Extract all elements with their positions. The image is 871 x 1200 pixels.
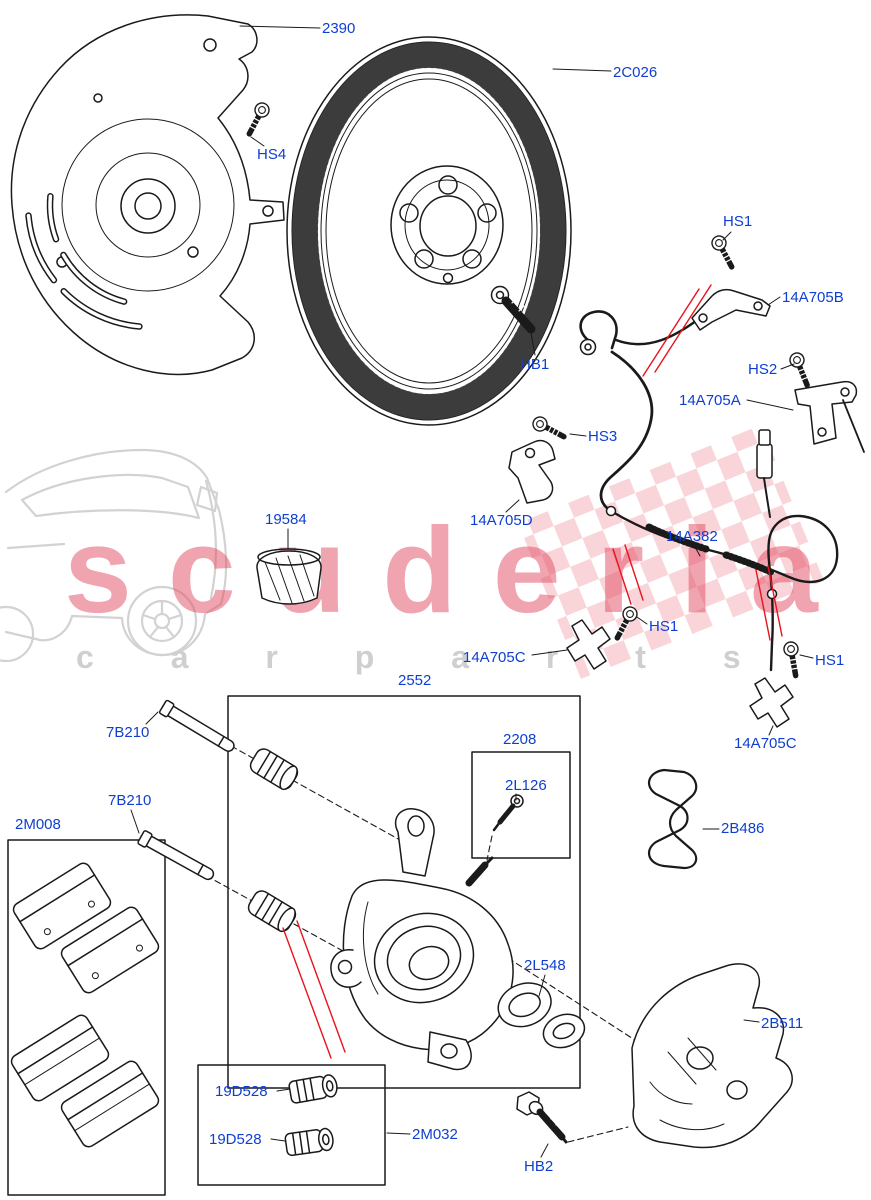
hs2-screw xyxy=(788,351,814,388)
part-label-7b210-lower[interactable]: 7B210 xyxy=(108,792,152,809)
callout-lines xyxy=(130,25,814,1158)
part-label-hs2[interactable]: HS2 xyxy=(748,361,778,378)
hs4-screw xyxy=(243,101,271,138)
part-label-14a705d[interactable]: 14A705D xyxy=(470,512,533,529)
part-label-2b511[interactable]: 2B511 xyxy=(761,1015,804,1032)
part-label-hb2[interactable]: HB2 xyxy=(524,1158,554,1175)
part-label-2l548[interactable]: 2L548 xyxy=(524,957,566,974)
caliper-carrier xyxy=(631,963,793,1149)
dust-boot-upper xyxy=(288,1074,338,1104)
part-label-14a705a[interactable]: 14A705A xyxy=(679,392,741,409)
splash-shield xyxy=(10,14,285,376)
guide-pin-lower xyxy=(137,830,215,881)
part-label-19d528-lower[interactable]: 19D528 xyxy=(209,1131,262,1148)
part-label-14a705b[interactable]: 14A705B xyxy=(782,289,844,306)
brake-pad-4 xyxy=(60,1060,160,1148)
guide-pin-upper xyxy=(158,699,235,752)
checker-flag-watermark xyxy=(518,425,824,679)
part-label-2l126[interactable]: 2L126 xyxy=(505,777,547,794)
seal-kit xyxy=(497,982,586,1049)
part-label-14a382[interactable]: 14A382 xyxy=(666,528,718,545)
brake-pad-3 xyxy=(10,1014,110,1102)
hb2-bolt xyxy=(516,1091,568,1144)
bracket-14a705a xyxy=(794,380,865,453)
part-label-7b210-upper[interactable]: 7B210 xyxy=(106,724,150,741)
part-label-2c026[interactable]: 2C026 xyxy=(613,64,658,81)
brake-disc xyxy=(286,36,572,426)
part-label-hs1-mid[interactable]: HS1 xyxy=(649,618,679,635)
bracket-14a705d xyxy=(508,439,556,504)
car-watermark xyxy=(0,448,228,663)
part-label-2390[interactable]: 2390 xyxy=(322,20,356,37)
part-label-hb1[interactable]: HB1 xyxy=(520,356,550,373)
part-label-hs1-right[interactable]: HS1 xyxy=(815,652,845,669)
hb1-pin xyxy=(490,285,536,334)
clip-14a705c-left xyxy=(566,619,611,670)
dust-boot-lower xyxy=(284,1127,334,1157)
part-label-2m008[interactable]: 2M008 xyxy=(15,816,61,833)
clip-14a705c-right xyxy=(749,677,794,728)
brake-pad-1 xyxy=(12,862,112,950)
part-label-2b486[interactable]: 2B486 xyxy=(721,820,765,837)
grease-packet xyxy=(256,548,322,605)
part-label-19584[interactable]: 19584 xyxy=(265,511,307,528)
brake-caliper xyxy=(330,808,514,1071)
bracket-14a705b xyxy=(691,288,771,331)
group-box-2552 xyxy=(227,695,581,1089)
part-label-2208[interactable]: 2208 xyxy=(503,731,537,748)
part-label-14a705c-left[interactable]: 14A705C xyxy=(463,649,526,666)
bushing-lower xyxy=(247,890,297,933)
part-label-hs3[interactable]: HS3 xyxy=(588,428,618,445)
part-label-2552[interactable]: 2552 xyxy=(398,672,432,689)
bleed-screw xyxy=(492,794,524,832)
group-box-2M032 xyxy=(197,1064,386,1186)
group-box-2208 xyxy=(471,751,571,859)
part-label-14a705c-right[interactable]: 14A705C xyxy=(734,735,797,752)
red-callout-lines xyxy=(282,284,783,1059)
watermark-brand: scuderia xyxy=(64,502,854,638)
brake-pad-2 xyxy=(60,906,160,994)
watermark-subtitle: c a r p a r t s xyxy=(76,639,775,675)
part-label-2m032[interactable]: 2M032 xyxy=(412,1126,458,1143)
bushing-upper xyxy=(249,748,299,791)
hs1-screw-right xyxy=(783,641,803,677)
part-label-19d528-upper[interactable]: 19D528 xyxy=(215,1083,268,1100)
hs3-screw xyxy=(531,415,568,443)
part-label-hs1-top[interactable]: HS1 xyxy=(723,213,753,230)
group-box-2M008 xyxy=(7,839,166,1196)
part-label-hs4[interactable]: HS4 xyxy=(257,146,287,163)
retaining-spring xyxy=(647,768,698,870)
